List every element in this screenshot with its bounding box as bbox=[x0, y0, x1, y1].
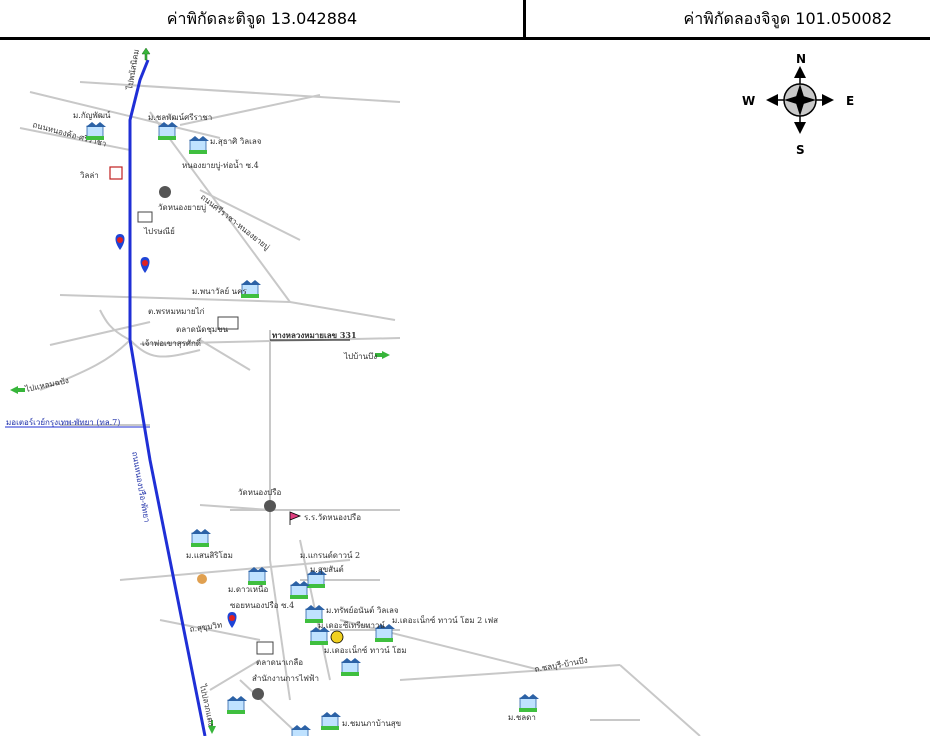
label-moo-town: ม.เดอะซีเทรียทาวน์ bbox=[318, 620, 386, 630]
orange-marker-icon bbox=[197, 574, 207, 584]
compass-n: N bbox=[796, 52, 806, 66]
label-office: สำนักงานการไฟฟ้า bbox=[252, 674, 319, 683]
arrow-to-phanat bbox=[141, 47, 151, 61]
label-road-to-chonburi: ถ.ชลบุรี-บ้านบึง bbox=[534, 656, 589, 674]
compass-e: E bbox=[846, 94, 854, 108]
longitude-label: ค่าพิกัดลองจิจูด 101.050082 bbox=[683, 9, 892, 28]
label-school-nongpru: ร.ร.วัดหนองปรือ bbox=[304, 513, 361, 522]
compass-w: W bbox=[742, 94, 755, 108]
label-temple-nongpru: วัดหนองปรือ bbox=[238, 488, 282, 497]
label-moo-suksan: ม.สุขสันต์ bbox=[310, 564, 344, 574]
village-icons bbox=[85, 121, 540, 736]
label-post: ไปรษณีย์ bbox=[143, 226, 175, 236]
label-moo-rung: ม.ดาวเหนือ bbox=[228, 585, 268, 594]
minor-roads bbox=[19, 81, 701, 736]
arrow-to-laem-chabang bbox=[10, 386, 25, 394]
compass-rose: N S E W bbox=[742, 52, 854, 157]
to-laem-chabang-label: ไปแหลมฉบัง bbox=[24, 376, 70, 394]
motorway-interchange bbox=[39, 309, 201, 426]
temple-icons bbox=[159, 186, 276, 700]
school-flag-icon bbox=[289, 511, 302, 525]
arrow-to-pluak-daeng bbox=[208, 720, 216, 734]
post-icons bbox=[137, 211, 274, 655]
label-moo-premium: ม.ทรัพย์อนันต์ วิลเลจ bbox=[326, 605, 399, 615]
motorway-label: มอเตอร์เวย์กรุงเทพ-พัทยา (ทล.7) bbox=[6, 417, 120, 427]
villa-icon bbox=[109, 166, 123, 180]
arrow-to-ban-bueng bbox=[375, 351, 390, 359]
label-moo-chonlada: ม.ชลดา bbox=[508, 713, 536, 722]
header-divider bbox=[523, 0, 526, 40]
label-nongkho-soi: หนองยายบู่-ท่อน้ำ ซ.4 bbox=[182, 159, 259, 171]
label-moo-town2: ม.เดอะเน็กซ์ ทาวน์ โฮม 2 เฟส bbox=[392, 615, 498, 625]
label-moo-sirin: ม.สุธาศิ วิลเลจ bbox=[210, 137, 262, 146]
label-moo-phon-siam: ม.ชลพัฒน์ศรีราชา bbox=[148, 112, 212, 122]
road-surasak-label: ถนนศรีราชา-หนองยายบู่ bbox=[198, 192, 271, 252]
label-moo-phrom: ต.พรหมหมายไก่ bbox=[148, 307, 205, 316]
label-moo-grand: ม.แกรนด์ดาวน์ 2 bbox=[300, 550, 360, 560]
highway-331-label: ทางหลวงหมายเลข 331 bbox=[272, 330, 357, 340]
label-market: ตลาดนาเกลือ bbox=[256, 658, 303, 667]
label-villa: วิลล่า bbox=[79, 171, 98, 180]
coordinates-header: ค่าพิกัดละติจูด 13.042884 ค่าพิกัดลองจิจ… bbox=[0, 0, 930, 40]
label-temple-nongyai: วัดหนองยายบู่ bbox=[158, 203, 206, 213]
label-soi-4: ซอยหนองปรือ ซ.4 bbox=[230, 601, 294, 610]
to-ban-bueng-label: ไปบ้านบึง bbox=[343, 352, 377, 361]
label-moo-phon-phong: ม.กัญพัฒน์ bbox=[73, 110, 111, 120]
numbered-marker-icon bbox=[330, 630, 344, 644]
main-road bbox=[128, 59, 207, 736]
label-chao-pho: เจ้าพ่อเขาสุรศักดิ์ bbox=[142, 337, 202, 348]
label-fresh-market: ตลาดนัดชุมชน bbox=[176, 325, 229, 334]
road-main-pattaya-label: ถนนหนองปรือ-พัทยา bbox=[130, 451, 151, 523]
location-map[interactable]: มอเตอร์เวย์กรุงเทพ-พัทยา (ทล.7) ทางหลวงห… bbox=[0, 40, 930, 736]
compass-s: S bbox=[796, 143, 805, 157]
latitude-label: ค่าพิกัดละติจูด 13.042884 bbox=[166, 9, 358, 28]
label-moo-next: ม.เดอะเน็กซ์ ทาวน์ โฮม bbox=[324, 645, 407, 655]
label-moo-sansiri: ม.แสนสิริโฮม bbox=[186, 550, 233, 560]
label-moo-wandee: ม.พนาวัลย์ นคร bbox=[192, 286, 247, 296]
label-moo-ban-dee: ม.ชมนภาบ้านสุข bbox=[342, 719, 401, 728]
